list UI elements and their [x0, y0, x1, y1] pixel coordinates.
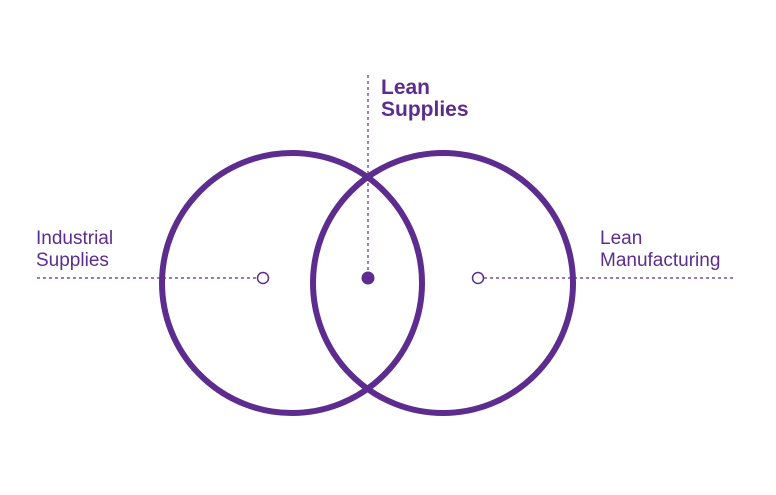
- right-label-line2: Manufacturing: [600, 250, 720, 271]
- left-label-line1: Industrial: [36, 228, 113, 249]
- right-circle: [310, 150, 576, 416]
- center-marker: [361, 271, 375, 285]
- left-label-line2: Supplies: [36, 250, 109, 271]
- left-circle: [159, 150, 425, 416]
- right-marker: [471, 271, 485, 285]
- center-label-line2: Supplies: [381, 98, 469, 121]
- right-label-line1: Lean: [600, 228, 642, 249]
- center-label-line1: Lean: [381, 76, 430, 99]
- left-marker: [256, 271, 270, 285]
